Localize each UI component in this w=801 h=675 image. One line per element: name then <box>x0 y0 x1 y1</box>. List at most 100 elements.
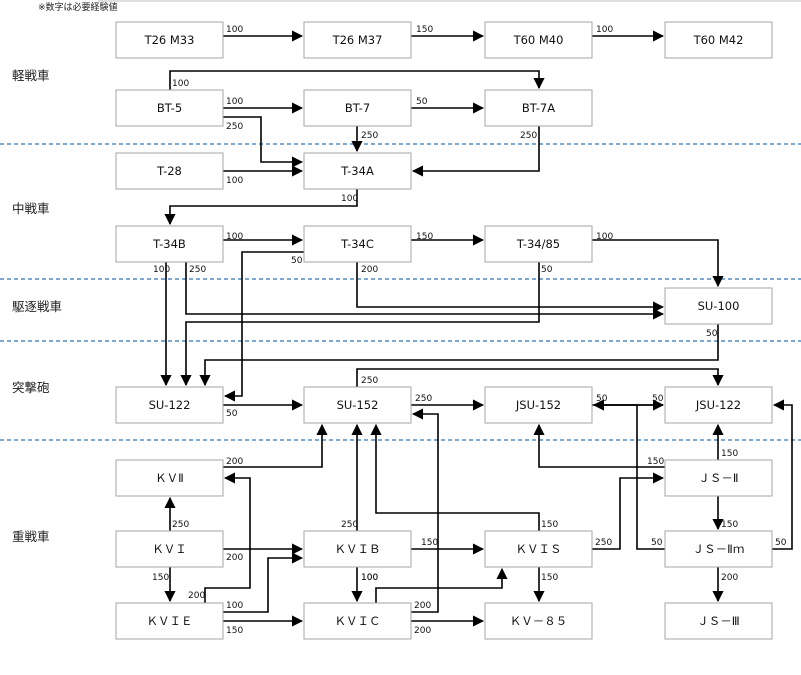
node-box <box>484 386 593 424</box>
edge-label: 250 <box>341 520 358 530</box>
edge-label: 50 <box>226 409 238 419</box>
node-box <box>115 602 224 640</box>
category-label: 軽戦車 <box>12 68 50 83</box>
node-label: ＫＶⅡ <box>155 471 184 485</box>
node-box <box>303 89 412 127</box>
node-box <box>484 225 593 263</box>
edge-label: 150 <box>421 538 438 548</box>
node-js2m: ＪＳ－Ⅱｍ <box>664 530 773 568</box>
node-bt7a: BT-7A <box>484 89 593 127</box>
edge-label: 100 <box>341 194 358 204</box>
edge-t34c-to-su122 <box>223 251 304 402</box>
node-label: T60 M40 <box>513 33 564 47</box>
node-label: ＫＶＩＳ <box>516 542 562 556</box>
category-label: 中戦車 <box>12 201 50 216</box>
edge-js2-to-jsu152 <box>533 423 665 468</box>
category-td: 駆逐戦車 <box>12 299 62 314</box>
edge-label: 50 <box>706 329 718 339</box>
node-box <box>115 152 224 190</box>
edge-label: 250 <box>595 538 612 548</box>
edge-label: 150 <box>541 573 558 583</box>
edge-label: 50 <box>596 394 608 404</box>
node-box <box>664 287 773 325</box>
category-label: 重戦車 <box>12 529 50 544</box>
edge-label: 50 <box>416 97 428 107</box>
node-t26m33: T26 M33 <box>115 21 224 59</box>
edge-label: 150 <box>647 457 664 467</box>
node-bt7: BT-7 <box>303 89 412 127</box>
node-su122: SU-122 <box>115 386 224 424</box>
node-label: ＪＳ－Ⅱ <box>698 471 738 485</box>
node-t60m40: T60 M40 <box>484 21 593 59</box>
edge-label: 250 <box>415 394 432 404</box>
edge-label: 150 <box>152 573 169 583</box>
node-label: T-34C <box>340 237 374 251</box>
edge-t34b-to-su100 <box>185 262 665 320</box>
edge-su152-to-jsu122 <box>356 368 724 387</box>
edge-label: 100 <box>361 573 378 583</box>
node-box <box>303 21 412 59</box>
node-label: SU-122 <box>149 398 191 412</box>
edge-label: 200 <box>414 626 431 636</box>
edge-bt5-to-t34a <box>223 116 304 168</box>
node-kv85: ＫＶ－８５ <box>484 602 593 640</box>
edge-label: 150 <box>721 449 738 459</box>
node-kv1: ＫＶＩ <box>115 530 224 568</box>
category-spg: 突撃砲 <box>12 380 50 395</box>
edge-label: 50 <box>651 538 663 548</box>
edge-label: 100 <box>226 97 243 107</box>
node-label: BT-7A <box>522 101 555 115</box>
edge-label: 250 <box>189 265 206 275</box>
node-t26m37: T26 M37 <box>303 21 412 59</box>
node-label: T26 M33 <box>144 33 195 47</box>
edge-label: 250 <box>172 520 189 530</box>
node-t34b: T-34B <box>115 225 224 263</box>
edge-kv1s-to-su152 <box>370 423 540 531</box>
node-box <box>115 459 224 497</box>
edge-bt5-to-bt7a <box>169 70 545 90</box>
node-kv1b: ＫＶＩＢ <box>303 530 412 568</box>
node-label: ＫＶＩＣ <box>335 614 381 628</box>
edge-label: 150 <box>416 25 433 35</box>
edge-kv2-to-su152 <box>223 423 328 468</box>
node-t3485: T-34/85 <box>484 225 593 263</box>
node-box <box>115 89 224 127</box>
node-label: T-34/85 <box>516 237 560 251</box>
node-label: SU-100 <box>698 299 740 313</box>
node-js3: ＪＳ－Ⅲ <box>664 602 773 640</box>
node-kv2: ＫＶⅡ <box>115 459 224 497</box>
edge-label: 200 <box>361 265 378 275</box>
node-box <box>484 89 593 127</box>
edge-t34c-to-su100 <box>356 262 665 313</box>
node-box <box>303 530 412 568</box>
node-box <box>115 225 224 263</box>
edge-label: 200 <box>721 573 738 583</box>
edge-label: 100 <box>153 265 170 275</box>
node-js2: ＪＳ－Ⅱ <box>664 459 773 497</box>
edge-label: 150 <box>226 626 243 636</box>
node-label: T60 M42 <box>693 33 744 47</box>
node-box <box>484 602 593 640</box>
edge-js2m-to-jsu122 <box>772 399 793 550</box>
node-box <box>664 530 773 568</box>
node-box <box>303 152 412 190</box>
edge-label: 100 <box>361 573 378 583</box>
category-medium: 中戦車 <box>12 201 50 216</box>
edge-label: 100 <box>596 232 613 242</box>
node-label: T-34B <box>152 237 186 251</box>
edge-label: 100 <box>596 25 613 35</box>
node-box <box>664 21 773 59</box>
edge-kv1s-to-js2 <box>592 472 665 550</box>
node-box <box>303 225 412 263</box>
edge-js2m-to-jsu152 <box>592 399 665 550</box>
node-bt5: BT-5 <box>115 89 224 127</box>
node-kv1s: ＫＶＩＳ <box>484 530 593 568</box>
node-label: T-28 <box>156 164 182 178</box>
category-label: 駆逐戦車 <box>12 299 62 314</box>
node-t60m42: T60 M42 <box>664 21 773 59</box>
node-label: JSU-152 <box>515 398 561 412</box>
edge-t3485-to-su122 <box>180 262 540 387</box>
node-box <box>115 386 224 424</box>
edge-label: 100 <box>226 601 243 611</box>
